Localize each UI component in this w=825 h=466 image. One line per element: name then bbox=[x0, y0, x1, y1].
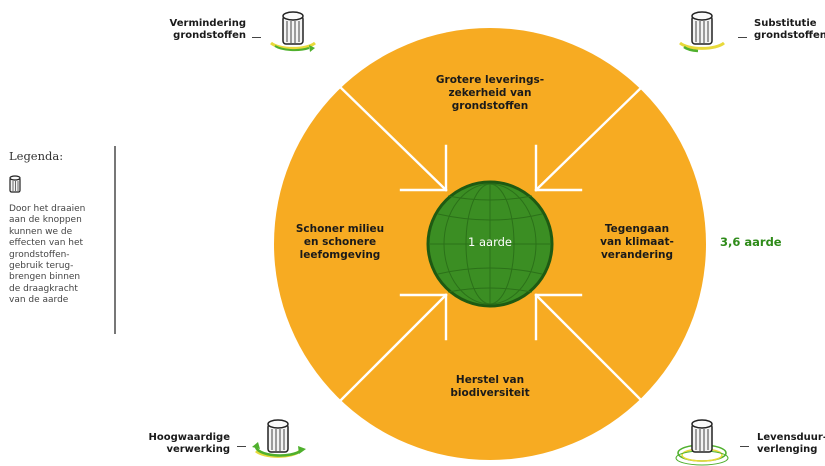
legend-line: kunnen we de bbox=[9, 226, 73, 237]
label-line: en schonere bbox=[303, 236, 377, 248]
legend-line: brengen binnen bbox=[9, 272, 81, 283]
legend-line: Door het draaien bbox=[9, 204, 86, 214]
knob-label-top-right: Substitutie grondstoffen bbox=[754, 18, 825, 42]
label-line: Schoner milieu bbox=[295, 223, 385, 235]
legend-line: de draagkracht bbox=[9, 283, 78, 294]
dash bbox=[738, 37, 747, 39]
knob-label-bottom-left: Hoogwaardige verwerking bbox=[140, 432, 230, 456]
knob-label-top-left: Vermindering grondstoffen bbox=[158, 18, 246, 42]
outer-earth-count: 3,6 aarde bbox=[720, 235, 782, 249]
knob-label-bottom-right: Levensduur- verlenging bbox=[757, 432, 825, 456]
knob-icon bbox=[270, 11, 316, 52]
earth-label: 1 aarde bbox=[468, 235, 512, 249]
legend-title: Legenda: bbox=[9, 149, 64, 163]
label-line: leefomgeving bbox=[299, 249, 381, 261]
arrow-icon bbox=[534, 82, 647, 192]
legend-line: grondstoffen- bbox=[9, 249, 70, 260]
knob-label-line: verwerking bbox=[166, 444, 230, 455]
label-line: Herstel van bbox=[455, 374, 525, 386]
label-line: grondstoffen bbox=[451, 100, 529, 112]
knob-icon bbox=[252, 419, 306, 458]
label-line: Tegengaan bbox=[604, 223, 670, 235]
dash bbox=[252, 37, 261, 39]
label-line: zekerheid van bbox=[448, 87, 532, 99]
knob-label-line: Vermindering bbox=[169, 18, 246, 29]
knob-label-line: Levensduur- bbox=[757, 432, 825, 443]
knob-label-line: Hoogwaardige bbox=[148, 432, 230, 443]
legend-line: gebruik terug- bbox=[9, 261, 74, 272]
label-line: Grotere leverings- bbox=[435, 74, 545, 86]
knob-label-line: verlenging bbox=[757, 444, 818, 455]
legend-line: effecten van het bbox=[9, 238, 84, 249]
arrow-icon bbox=[534, 293, 647, 406]
label-bottom: Herstel van biodiversiteit bbox=[420, 374, 560, 400]
legend-line: aan de knoppen bbox=[9, 215, 82, 226]
label-line: biodiversiteit bbox=[450, 387, 530, 399]
dash bbox=[237, 446, 246, 448]
knob-icon bbox=[679, 11, 725, 53]
label-right: Tegengaan van klimaat- verandering bbox=[582, 223, 692, 262]
label-left: Schoner milieu en schonere leefomgeving bbox=[280, 223, 400, 262]
knob-label-line: grondstoffen bbox=[173, 30, 246, 41]
label-line: van klimaat- bbox=[600, 236, 674, 248]
knob-label-line: grondstoffen bbox=[754, 30, 825, 41]
legend-line: van de aarde bbox=[9, 295, 69, 306]
label-top: Grotere leverings- zekerheid van grondst… bbox=[420, 74, 560, 113]
knob-icon bbox=[675, 419, 729, 466]
label-line: verandering bbox=[600, 249, 674, 261]
legend-divider bbox=[114, 146, 116, 334]
arrow-icon bbox=[335, 293, 448, 406]
knob-label-line: Substitutie bbox=[754, 18, 817, 29]
globe-icon bbox=[426, 180, 554, 308]
dash bbox=[740, 446, 749, 448]
legend-knob-icon bbox=[9, 175, 21, 193]
arrow-icon bbox=[335, 82, 448, 192]
legend-description: Door het draaien aan de knoppen kunnen w… bbox=[9, 204, 99, 307]
